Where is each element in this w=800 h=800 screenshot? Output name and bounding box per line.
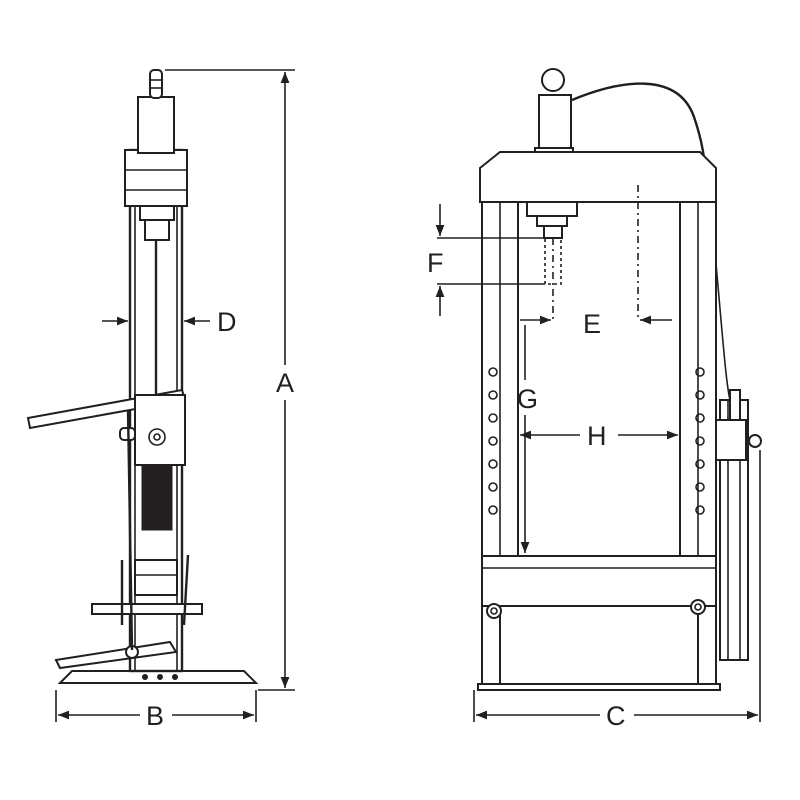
dimension-label-c: C [606, 701, 626, 731]
front-view: E F G H C [427, 68, 762, 731]
dimension-g: G [517, 325, 538, 553]
dimension-label-g: G [517, 384, 538, 414]
dimension-f: F [427, 204, 545, 316]
side-foot-pedal [54, 640, 178, 670]
dimension-b: B [55, 690, 257, 731]
front-base [477, 683, 721, 691]
dimension-label-f: F [427, 248, 444, 278]
dimension-label-b: B [146, 701, 164, 731]
dimension-label-h: H [587, 421, 607, 451]
upright-holes [488, 367, 705, 515]
pressure-gauge [541, 68, 565, 92]
dimension-a: A [165, 69, 295, 691]
dimension-label-d: D [217, 307, 237, 337]
dimension-e: E [520, 309, 672, 339]
side-cylinder [137, 96, 175, 154]
side-view: A B D [26, 69, 295, 731]
side-top-head [124, 149, 188, 207]
dimension-c: C [473, 450, 761, 731]
ram-head [526, 201, 578, 217]
front-bed [481, 555, 717, 607]
dimension-label-a: A [276, 368, 294, 398]
front-top-beam [479, 151, 717, 203]
dimension-label-e: E [583, 309, 601, 339]
dimension-h: H [520, 421, 678, 451]
dimension-d: D [102, 307, 237, 337]
side-bed [91, 603, 203, 615]
